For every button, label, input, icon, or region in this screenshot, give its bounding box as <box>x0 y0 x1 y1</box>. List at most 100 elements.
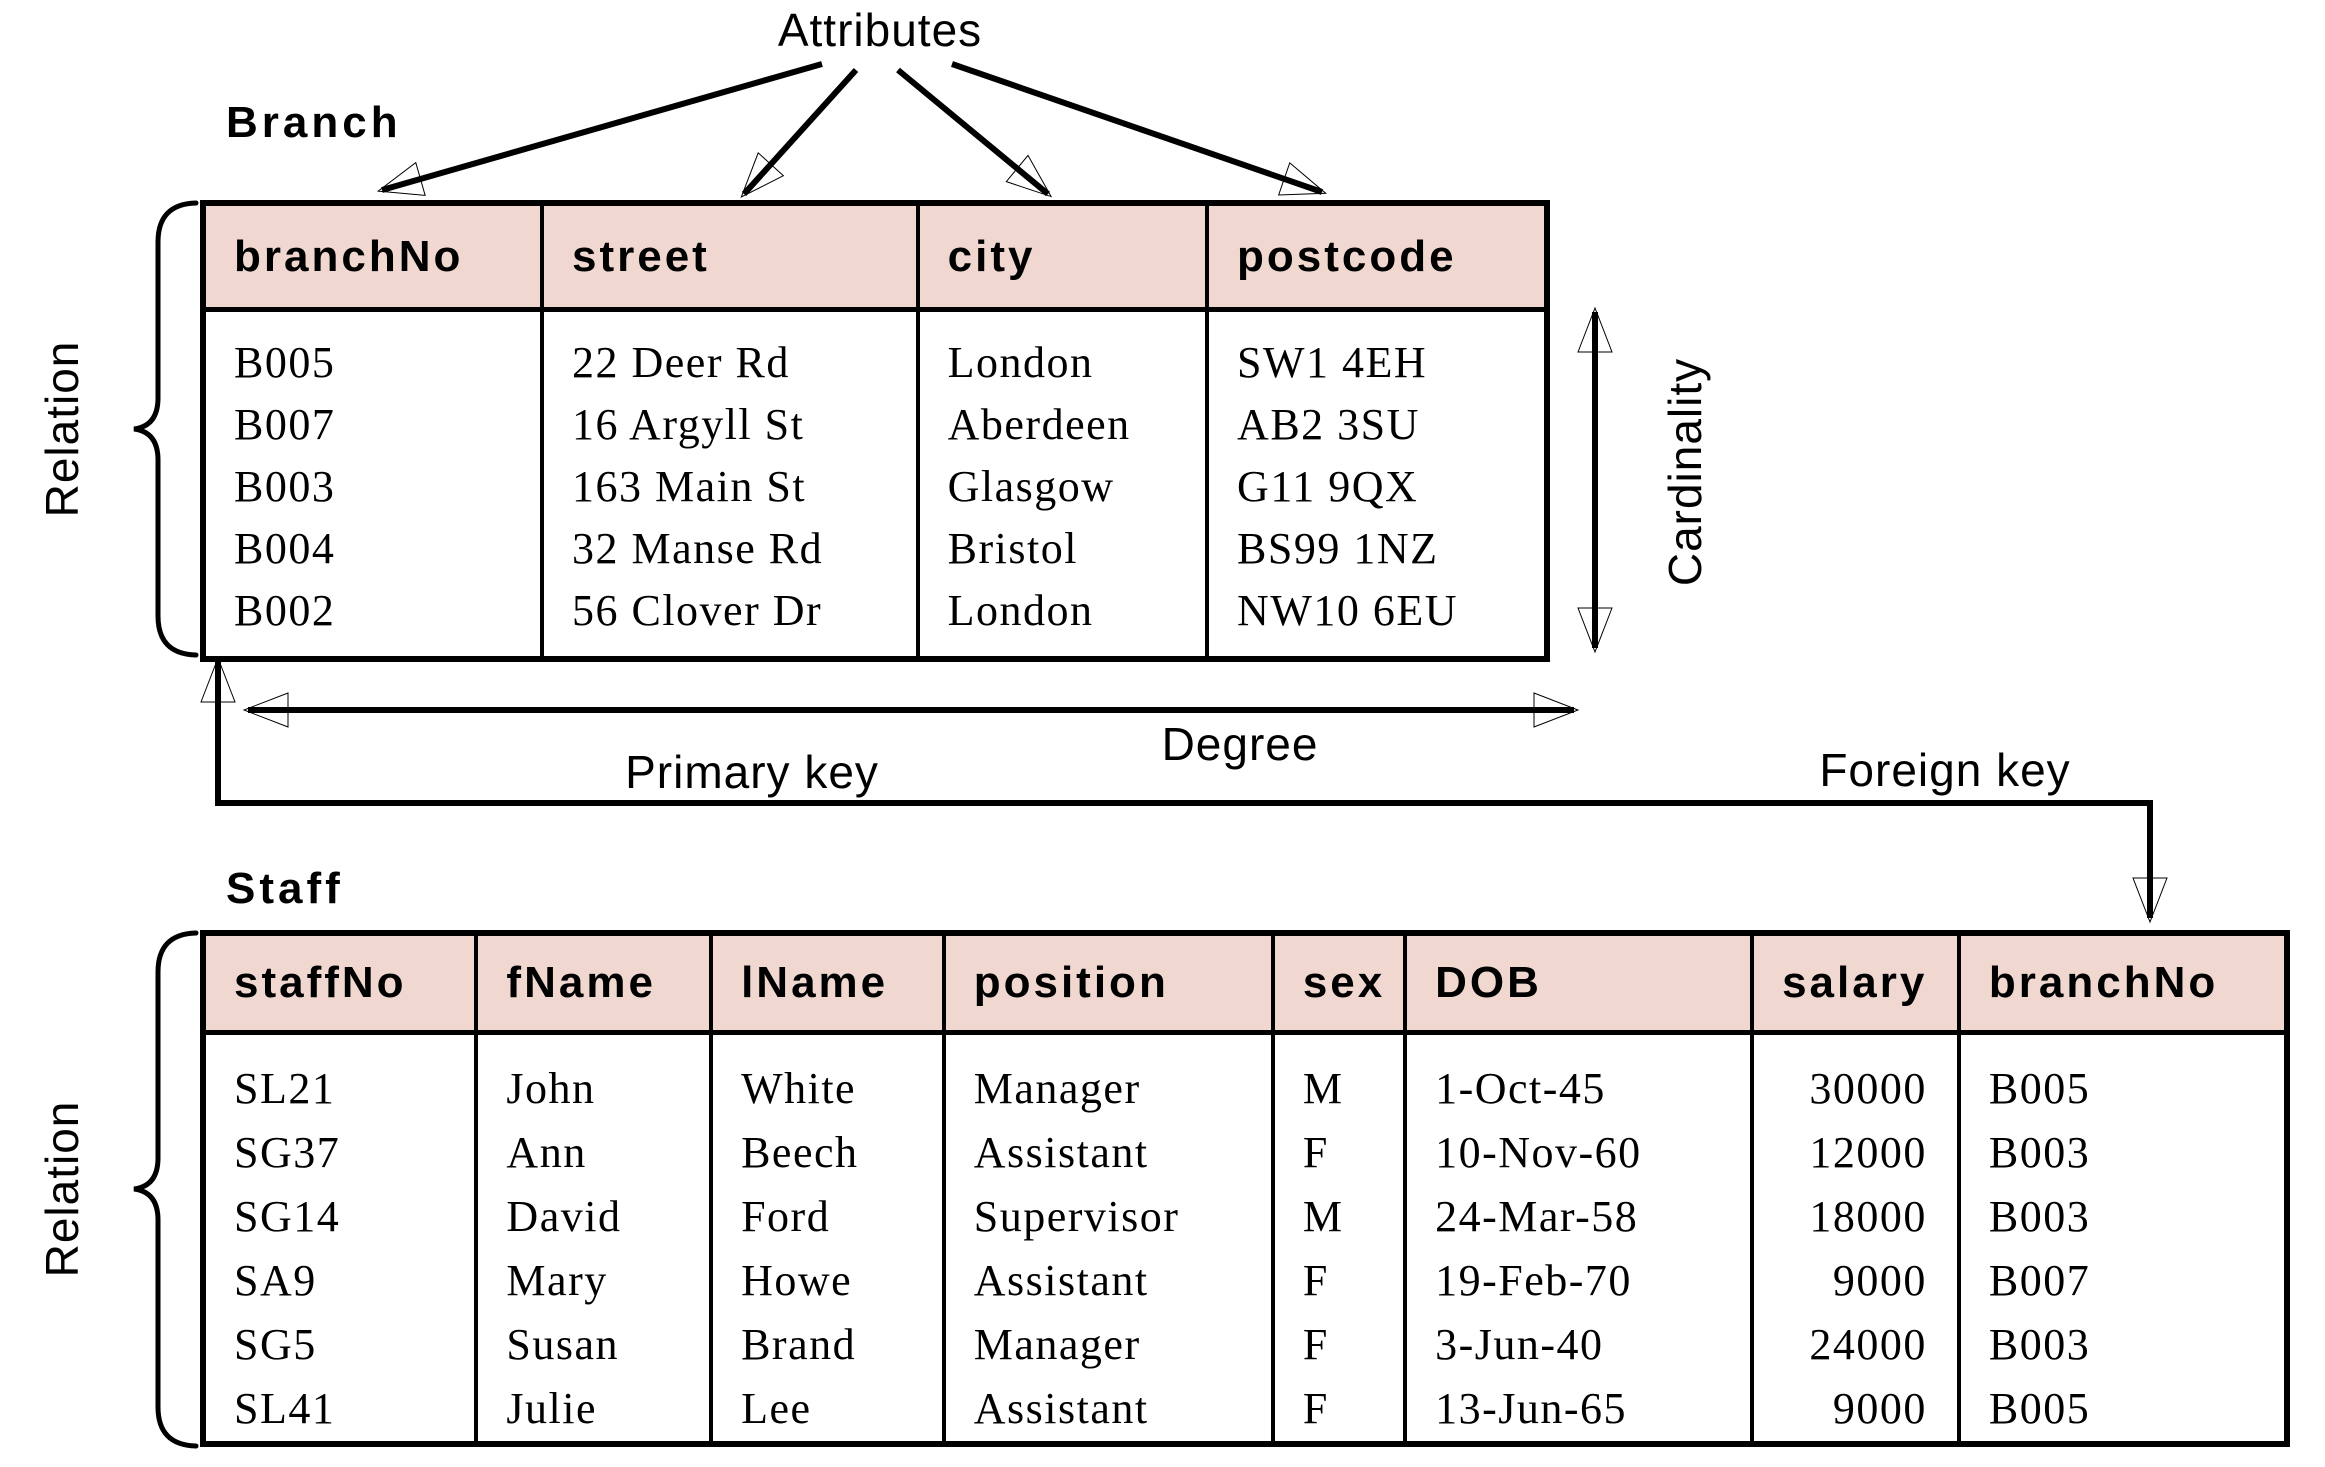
body-cell: David <box>506 1192 622 1241</box>
body-cell: 3-Jun-40 <box>1435 1320 1604 1369</box>
body-cell: SW1 4EH <box>1237 338 1428 387</box>
body-cell: B003 <box>1988 1320 2091 1369</box>
body-cell: White <box>741 1064 857 1113</box>
body-cell: 12000 <box>1809 1128 1927 1177</box>
body-cell: Aberdeen <box>947 400 1131 449</box>
body-cell: 24-Mar-58 <box>1435 1192 1639 1241</box>
body-cell: F <box>1302 1256 1329 1305</box>
body-cell: Beech <box>741 1128 859 1177</box>
body-cell: 16 Argyll St <box>571 400 805 449</box>
body-cell: 24000 <box>1809 1320 1927 1369</box>
body-cell: B005 <box>234 338 336 387</box>
body-cell: M <box>1302 1192 1344 1241</box>
body-cell: B003 <box>1988 1128 2091 1177</box>
body-cell: F <box>1302 1320 1329 1369</box>
body-cell: Howe <box>741 1256 853 1305</box>
body-cell: 32 Manse Rd <box>571 524 824 573</box>
branch-table-title: Branch <box>226 98 402 147</box>
body-cell: Assistant <box>973 1384 1149 1433</box>
body-cell: SG5 <box>234 1320 317 1369</box>
header-cell-DOB: DOB <box>1407 936 1751 1035</box>
body-cell: Assistant <box>973 1256 1149 1305</box>
body-cell: F <box>1302 1384 1329 1433</box>
header-cell-branchNo: branchNo <box>206 206 540 312</box>
relation-label-branch: Relation <box>36 340 88 518</box>
header-cell-branchNo: branchNo <box>1960 936 2284 1035</box>
header-cell-lName: lName <box>713 936 942 1035</box>
body-cell: Ann <box>506 1128 587 1177</box>
body-cell: G11 9QX <box>1237 462 1419 511</box>
body-cell: London <box>947 586 1094 635</box>
header-cell-salary: salary <box>1754 936 1957 1035</box>
cardinality-label: Cardinality <box>1659 357 1711 587</box>
foreign-key-label: Foreign key <box>1819 744 2071 796</box>
body-cell: John <box>506 1064 596 1113</box>
header-cell-position: position <box>945 936 1271 1035</box>
header-cell-city: city <box>919 206 1206 312</box>
body-cell: Ford <box>741 1192 831 1241</box>
body-cell: Assistant <box>973 1128 1149 1177</box>
body-cell: F <box>1302 1128 1329 1177</box>
body-cell: B007 <box>1988 1256 2091 1305</box>
body-cell: Brand <box>741 1320 857 1369</box>
body-cell: SL41 <box>234 1384 336 1433</box>
body-cell: Julie <box>506 1384 598 1433</box>
header-cell-staffNo: staffNo <box>206 936 475 1035</box>
body-cell: 9000 <box>1832 1384 1927 1433</box>
body-cell: NW10 6EU <box>1237 586 1459 635</box>
relation-brace-branch <box>133 200 199 658</box>
header-cell-postcode: postcode <box>1209 206 1545 312</box>
attributes-label: Attributes <box>777 4 983 56</box>
body-cell: Glasgow <box>947 462 1115 511</box>
degree-label: Degree <box>1161 718 1319 770</box>
attributes-arrow-street <box>740 67 859 198</box>
body-cell: Mary <box>506 1256 608 1305</box>
body-cell: B005 <box>1988 1064 2091 1113</box>
body-cell: AB2 3SU <box>1237 400 1420 449</box>
body-cell: 56 Clover Dr <box>571 586 823 635</box>
primary-key-label: Primary key <box>625 746 879 798</box>
body-cell: London <box>947 338 1094 387</box>
body-cell: B002 <box>234 586 336 635</box>
body-cell: B007 <box>234 400 336 449</box>
body-cell: SG14 <box>234 1192 341 1241</box>
body-cell: 13-Jun-65 <box>1435 1384 1628 1433</box>
attributes-arrow-city <box>896 67 1053 198</box>
body-cell: SL21 <box>234 1064 336 1113</box>
body-cell: Manager <box>973 1320 1141 1369</box>
attributes-arrow-postcode <box>951 61 1328 196</box>
body-cell: B003 <box>234 462 336 511</box>
body-cell: 10-Nov-60 <box>1435 1128 1642 1177</box>
header-cell-street: street <box>543 206 916 312</box>
attributes-arrow-branchNo <box>376 61 823 196</box>
body-cell: 163 Main St <box>571 462 807 511</box>
body-cell: B004 <box>234 524 336 573</box>
body-cell: Bristol <box>947 524 1078 573</box>
body-cell: SG37 <box>234 1128 341 1177</box>
body-cell: B003 <box>1988 1192 2091 1241</box>
